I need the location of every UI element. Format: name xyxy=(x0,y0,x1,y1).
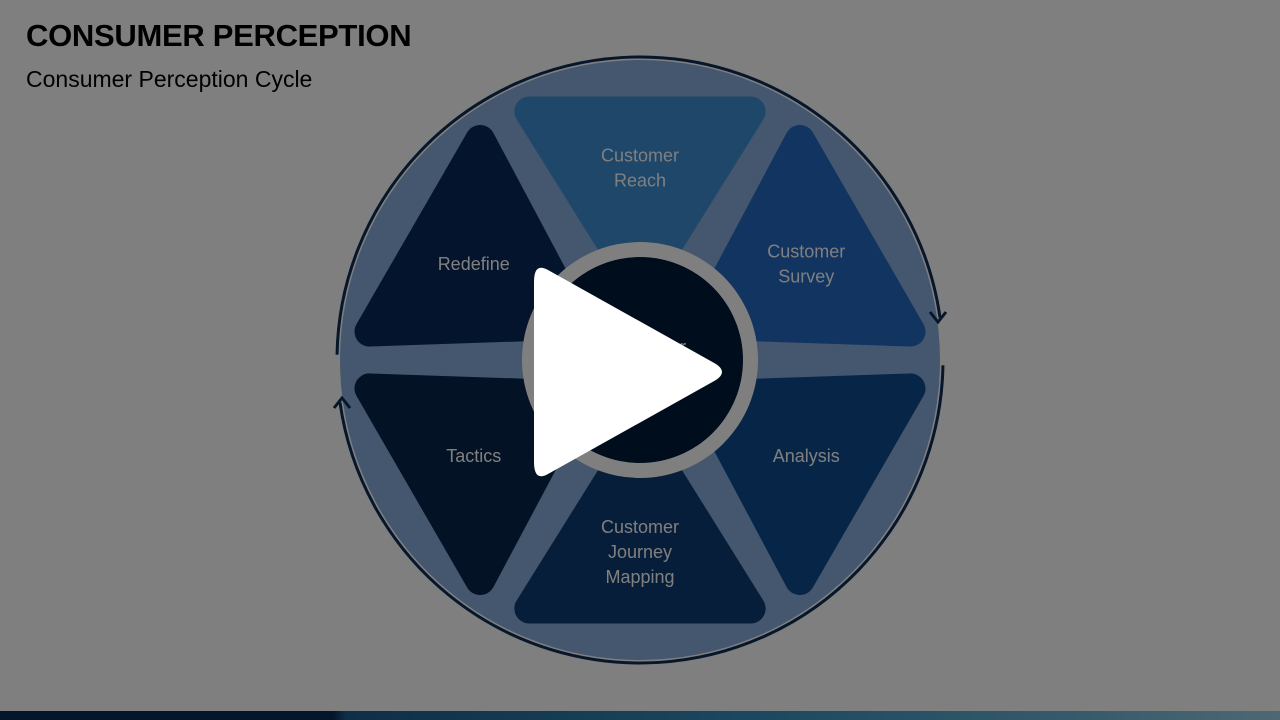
play-button[interactable] xyxy=(534,266,724,478)
play-icon xyxy=(534,267,722,477)
